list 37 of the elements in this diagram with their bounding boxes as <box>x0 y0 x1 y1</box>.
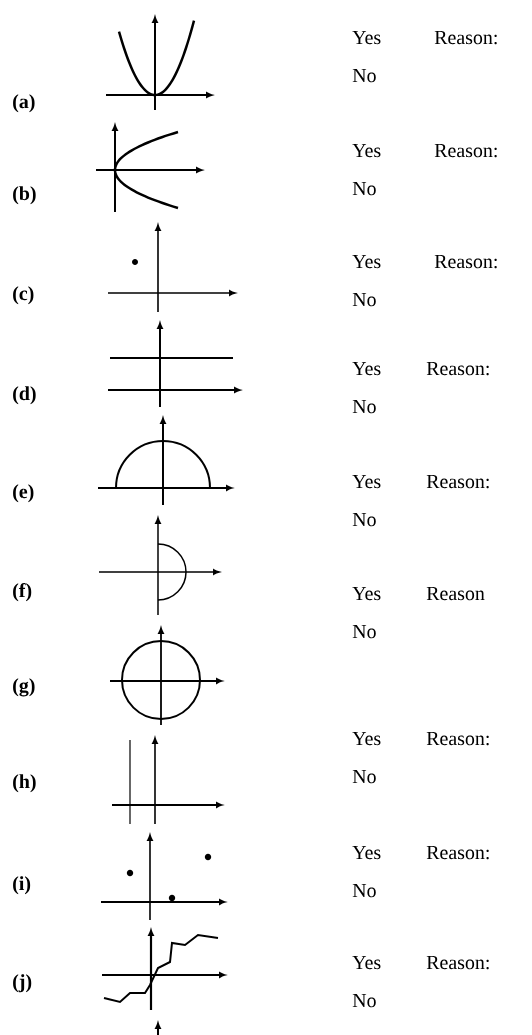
item-letter: (d) <box>13 386 36 405</box>
reason-label: Reason: <box>426 474 489 489</box>
item-letter: (b) <box>13 186 36 205</box>
item-letter: (f) <box>13 583 32 602</box>
no-option: No <box>352 624 376 639</box>
yes-option: Yes <box>352 474 381 489</box>
no-option: No <box>352 769 376 784</box>
yes-option: Yes <box>352 30 381 45</box>
item-letter: (i) <box>13 876 31 895</box>
no-option: No <box>352 512 376 527</box>
yes-option: Yes <box>352 586 381 601</box>
yes-option: Yes <box>352 254 381 269</box>
item-letter: (a) <box>13 94 35 113</box>
yes-option: Yes <box>352 143 381 158</box>
reason-label: Reason: <box>426 845 489 860</box>
no-option: No <box>352 181 376 196</box>
reason-label: Reason <box>426 586 485 601</box>
yes-option: Yes <box>352 955 381 970</box>
reason-label: Reason: <box>426 955 489 970</box>
item-letter: (h) <box>13 774 36 793</box>
yes-option: Yes <box>352 361 381 376</box>
item-letter: (j) <box>13 974 32 993</box>
item-letter: (c) <box>13 286 34 305</box>
no-option: No <box>352 68 376 83</box>
no-option: No <box>352 399 376 414</box>
reason-label: Reason: <box>434 30 497 45</box>
reason-label: Reason: <box>426 361 489 376</box>
yes-option: Yes <box>352 845 381 860</box>
no-option: No <box>352 993 376 1008</box>
reason-label: Reason: <box>434 254 497 269</box>
no-option: No <box>352 292 376 307</box>
no-option: No <box>352 883 376 898</box>
item-letter: (g) <box>13 678 35 697</box>
reason-label: Reason: <box>434 143 497 158</box>
yes-option: Yes <box>352 731 381 746</box>
reason-label: Reason: <box>426 731 489 746</box>
item-letter: (e) <box>13 484 34 503</box>
